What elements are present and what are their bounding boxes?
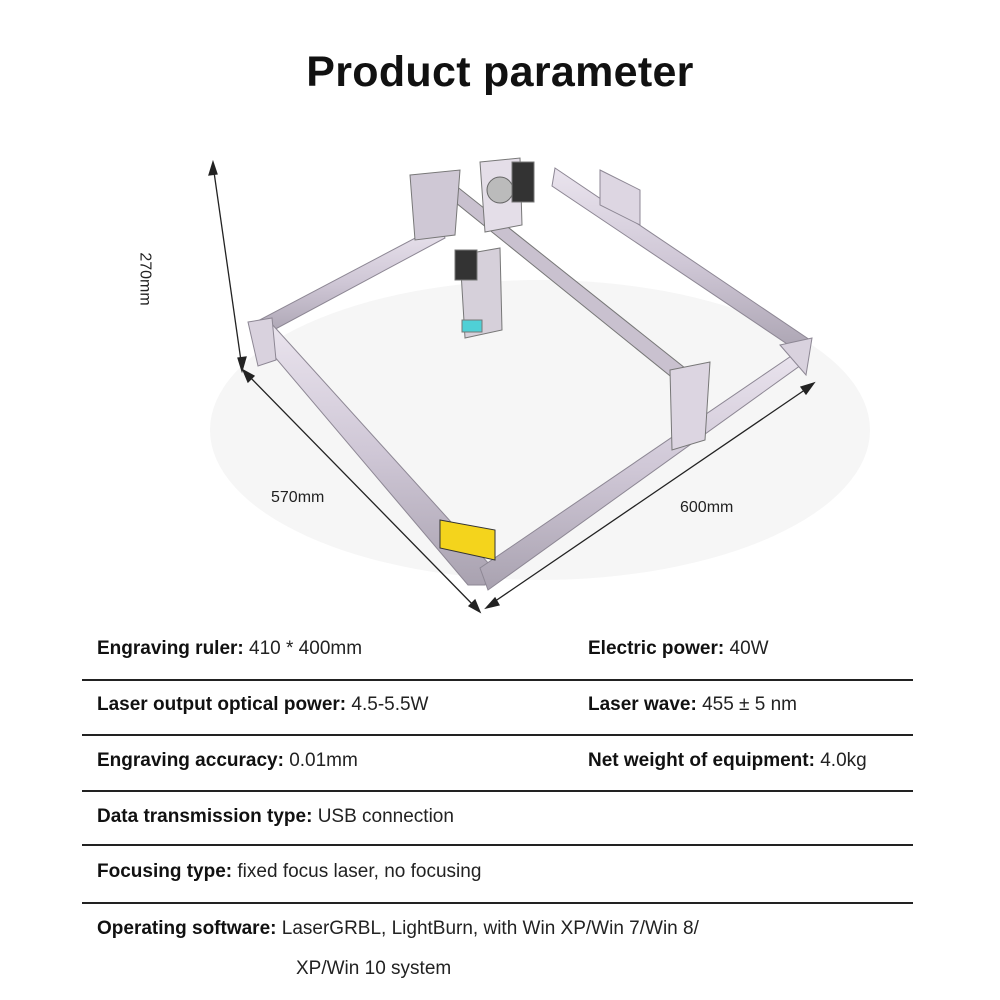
depth-dimension-label: 570mm xyxy=(271,489,325,506)
spec-laser-wave: Laser wave: 455 ± 5 nm xyxy=(588,694,798,715)
spec-engraving-ruler: Engraving ruler: 410 * 400mm xyxy=(97,638,363,659)
spec-software-line2: XP/Win 10 system xyxy=(296,958,452,979)
page-title: Product parameter xyxy=(306,48,694,96)
divider xyxy=(82,790,913,792)
spec-data-transmission: Data transmission type: USB connection xyxy=(97,806,454,827)
spec-accuracy: Engraving accuracy: 0.01mm xyxy=(97,750,358,771)
divider xyxy=(82,734,913,736)
spec-software: Operating software: LaserGRBL, LightBurn… xyxy=(97,918,699,939)
frame xyxy=(247,167,813,591)
laser-engraver-illustration xyxy=(208,157,816,614)
divider xyxy=(82,902,913,904)
divider xyxy=(82,844,913,846)
dimension-lines xyxy=(208,159,816,614)
spec-electric-power: Electric power: 40W xyxy=(588,638,769,659)
height-dimension-label: 270mm xyxy=(136,252,154,306)
spec-laser-output: Laser output optical power: 4.5-5.5W xyxy=(97,694,429,715)
spec-net-weight: Net weight of equipment: 4.0kg xyxy=(588,750,867,771)
width-dimension-label: 600mm xyxy=(680,499,734,516)
spec-focusing: Focusing type: fixed focus laser, no foc… xyxy=(97,861,482,882)
gantry xyxy=(409,157,711,451)
divider xyxy=(82,679,913,681)
